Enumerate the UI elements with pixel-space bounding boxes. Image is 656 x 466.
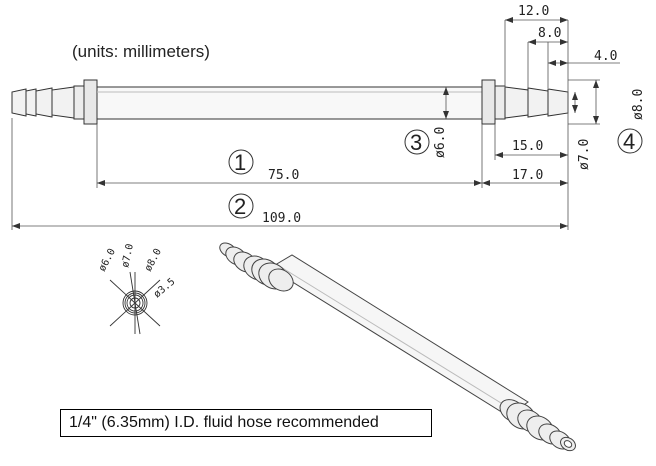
section-dia35: ø3.5	[152, 276, 178, 300]
cross-section	[109, 271, 161, 335]
dimension-lines	[11, 19, 620, 230]
right-flange	[481, 79, 496, 125]
dim-15: 15.0	[512, 139, 543, 154]
left-collar	[73, 85, 85, 120]
left-flange	[83, 79, 98, 125]
svg-text:1: 1	[234, 150, 246, 175]
right-collar	[494, 85, 506, 120]
left-barb-3	[35, 87, 53, 118]
left-barb-1	[11, 88, 27, 117]
svg-text:2: 2	[234, 194, 246, 219]
dim-dia6: ø6.0	[433, 127, 448, 158]
right-barb-2	[527, 87, 549, 118]
arrowheads	[12, 17, 599, 229]
dim-dia8: ø8.0	[631, 89, 646, 120]
right-barb-3	[547, 88, 569, 117]
dim-8: 8.0	[538, 26, 561, 41]
dim-dia7: ø7.0	[577, 139, 592, 170]
svg-text:3: 3	[410, 130, 422, 155]
left-barb-2	[25, 88, 37, 117]
callout-1: 1	[228, 149, 254, 175]
svg-text:4: 4	[623, 129, 635, 154]
hose-recommendation-note: 1/4" (6.35mm) I.D. fluid hose recommende…	[60, 409, 432, 437]
dim-75: 75.0	[268, 168, 299, 183]
units-label: (units: millimeters)	[72, 42, 210, 61]
section-dia6: ø6.0	[97, 247, 118, 273]
dim-17: 17.0	[512, 168, 543, 183]
section-dia7: ø7.0	[120, 243, 136, 269]
dim-4: 4.0	[594, 49, 617, 64]
side-view	[11, 79, 569, 125]
iso-tube-body	[269, 254, 529, 417]
callout-3: 3	[404, 129, 430, 155]
callout-4: 4	[617, 128, 643, 154]
right-barb-1	[504, 86, 529, 119]
dim-12: 12.0	[518, 4, 549, 19]
left-barb-4	[51, 86, 75, 119]
isometric-view	[219, 242, 576, 452]
dim-109: 109.0	[262, 211, 301, 226]
callout-2: 2	[228, 193, 254, 219]
section-dia8: ø8.0	[143, 247, 164, 273]
